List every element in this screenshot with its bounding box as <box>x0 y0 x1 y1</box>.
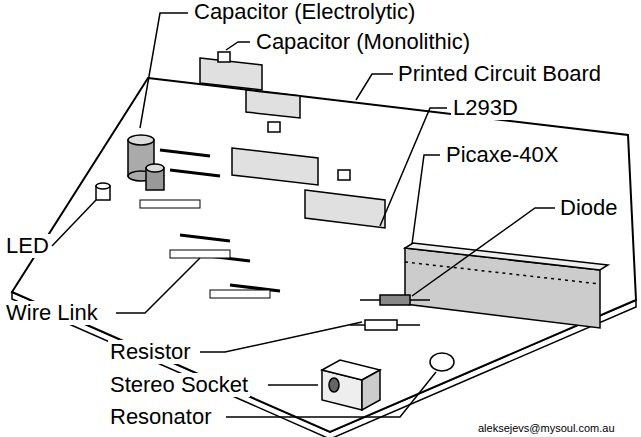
wire-links <box>160 150 280 291</box>
part-label: Picaxe-40X <box>444 143 561 167</box>
stereo-socket <box>322 360 380 410</box>
monolithic-capacitor <box>218 52 350 180</box>
watermark: aleksejevs@mysoul.com.au <box>476 422 617 435</box>
diode-resistor <box>350 295 430 330</box>
part-label: Resonator <box>108 405 214 429</box>
ic-sockets <box>200 58 385 228</box>
part-label: Capacitor (Monolithic) <box>254 30 472 54</box>
led <box>96 183 110 200</box>
part-label: Diode <box>558 196 619 220</box>
electrolytic-capacitor <box>128 135 164 190</box>
part-label: L293D <box>451 96 520 120</box>
header-pins <box>140 200 270 298</box>
part-label: Wire Link <box>4 301 100 325</box>
picaxe-chip <box>405 243 608 328</box>
part-label: Stereo Socket <box>108 373 250 397</box>
part-label: Capacitor (Electrolytic) <box>192 0 417 24</box>
part-label: Printed Circuit Board <box>396 62 603 86</box>
circuit-board <box>12 78 636 432</box>
part-label: LED <box>4 234 51 258</box>
part-label: Resistor <box>108 340 193 364</box>
resonator <box>430 353 454 371</box>
